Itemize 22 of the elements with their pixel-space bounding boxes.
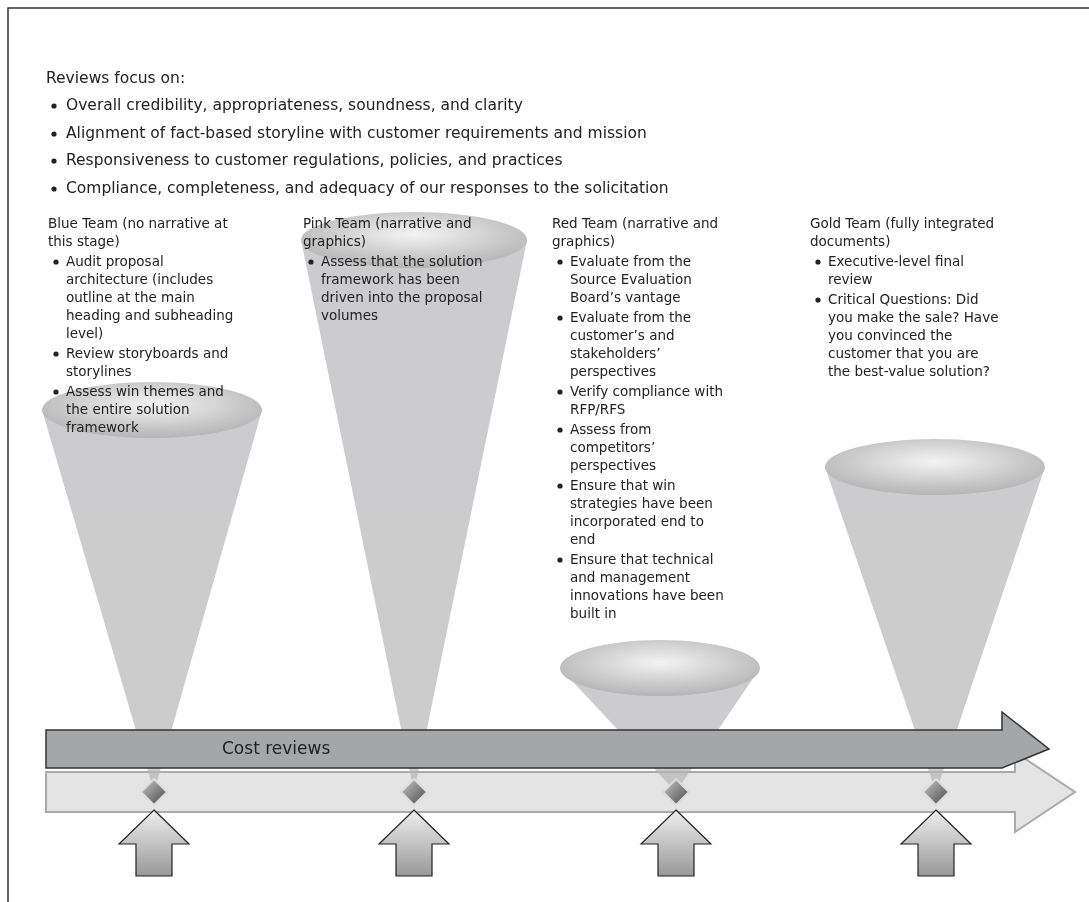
- bullet-item: Verify compliance with RFP/RFS: [570, 382, 724, 418]
- bullet-item: Evaluate from the Source Evaluation Board’s vantage: [570, 252, 693, 306]
- bullet-item: Ensure that win strategies have been incorporated end to end: [570, 476, 714, 548]
- bullet-item: Audit proposal architecture (includes outline at the main heading and subheading level): [66, 252, 235, 342]
- intro-heading: Reviews focus on:: [46, 68, 186, 88]
- bullet-item: Responsiveness to customer regulations, policies, and practices: [66, 150, 563, 170]
- bullet-item: Review storyboards and storylines: [66, 344, 230, 380]
- bullet-item: Compliance, completeness, and adequacy of our responses to the solicitation: [66, 178, 669, 198]
- column-heading: Pink Team (narrative and graphics): [303, 214, 473, 250]
- bullet-item: Assess from competitors’ perspectives: [570, 420, 658, 474]
- bullet-item: Critical Questions: Did you make the sale? Have you convinced the customer that you are the best-value solution?: [828, 290, 1000, 380]
- column-heading: Blue Team (no narrative at this stage): [48, 214, 229, 250]
- bullet-item: Executive-level final review: [828, 252, 966, 288]
- bullet-item: Evaluate from the customer’s and stakeholders’ perspectives: [570, 308, 693, 380]
- bullet-item: Assess that the solution framework has been driven into the proposal volumes: [321, 252, 484, 324]
- arrow-label: Cost reviews: [222, 738, 331, 758]
- bullet-item: Overall credibility, appropriateness, soundness, and clarity: [66, 95, 523, 115]
- column-heading: Red Team (narrative and graphics): [552, 214, 720, 250]
- column-heading: Gold Team (fully integrated documents): [810, 214, 996, 250]
- bullet-item: Assess win themes and the entire solution framework: [66, 382, 225, 436]
- bullet-item: Ensure that technical and management innovations have been built in: [570, 550, 725, 622]
- bullet-item: Alignment of fact-based storyline with customer requirements and mission: [66, 123, 647, 143]
